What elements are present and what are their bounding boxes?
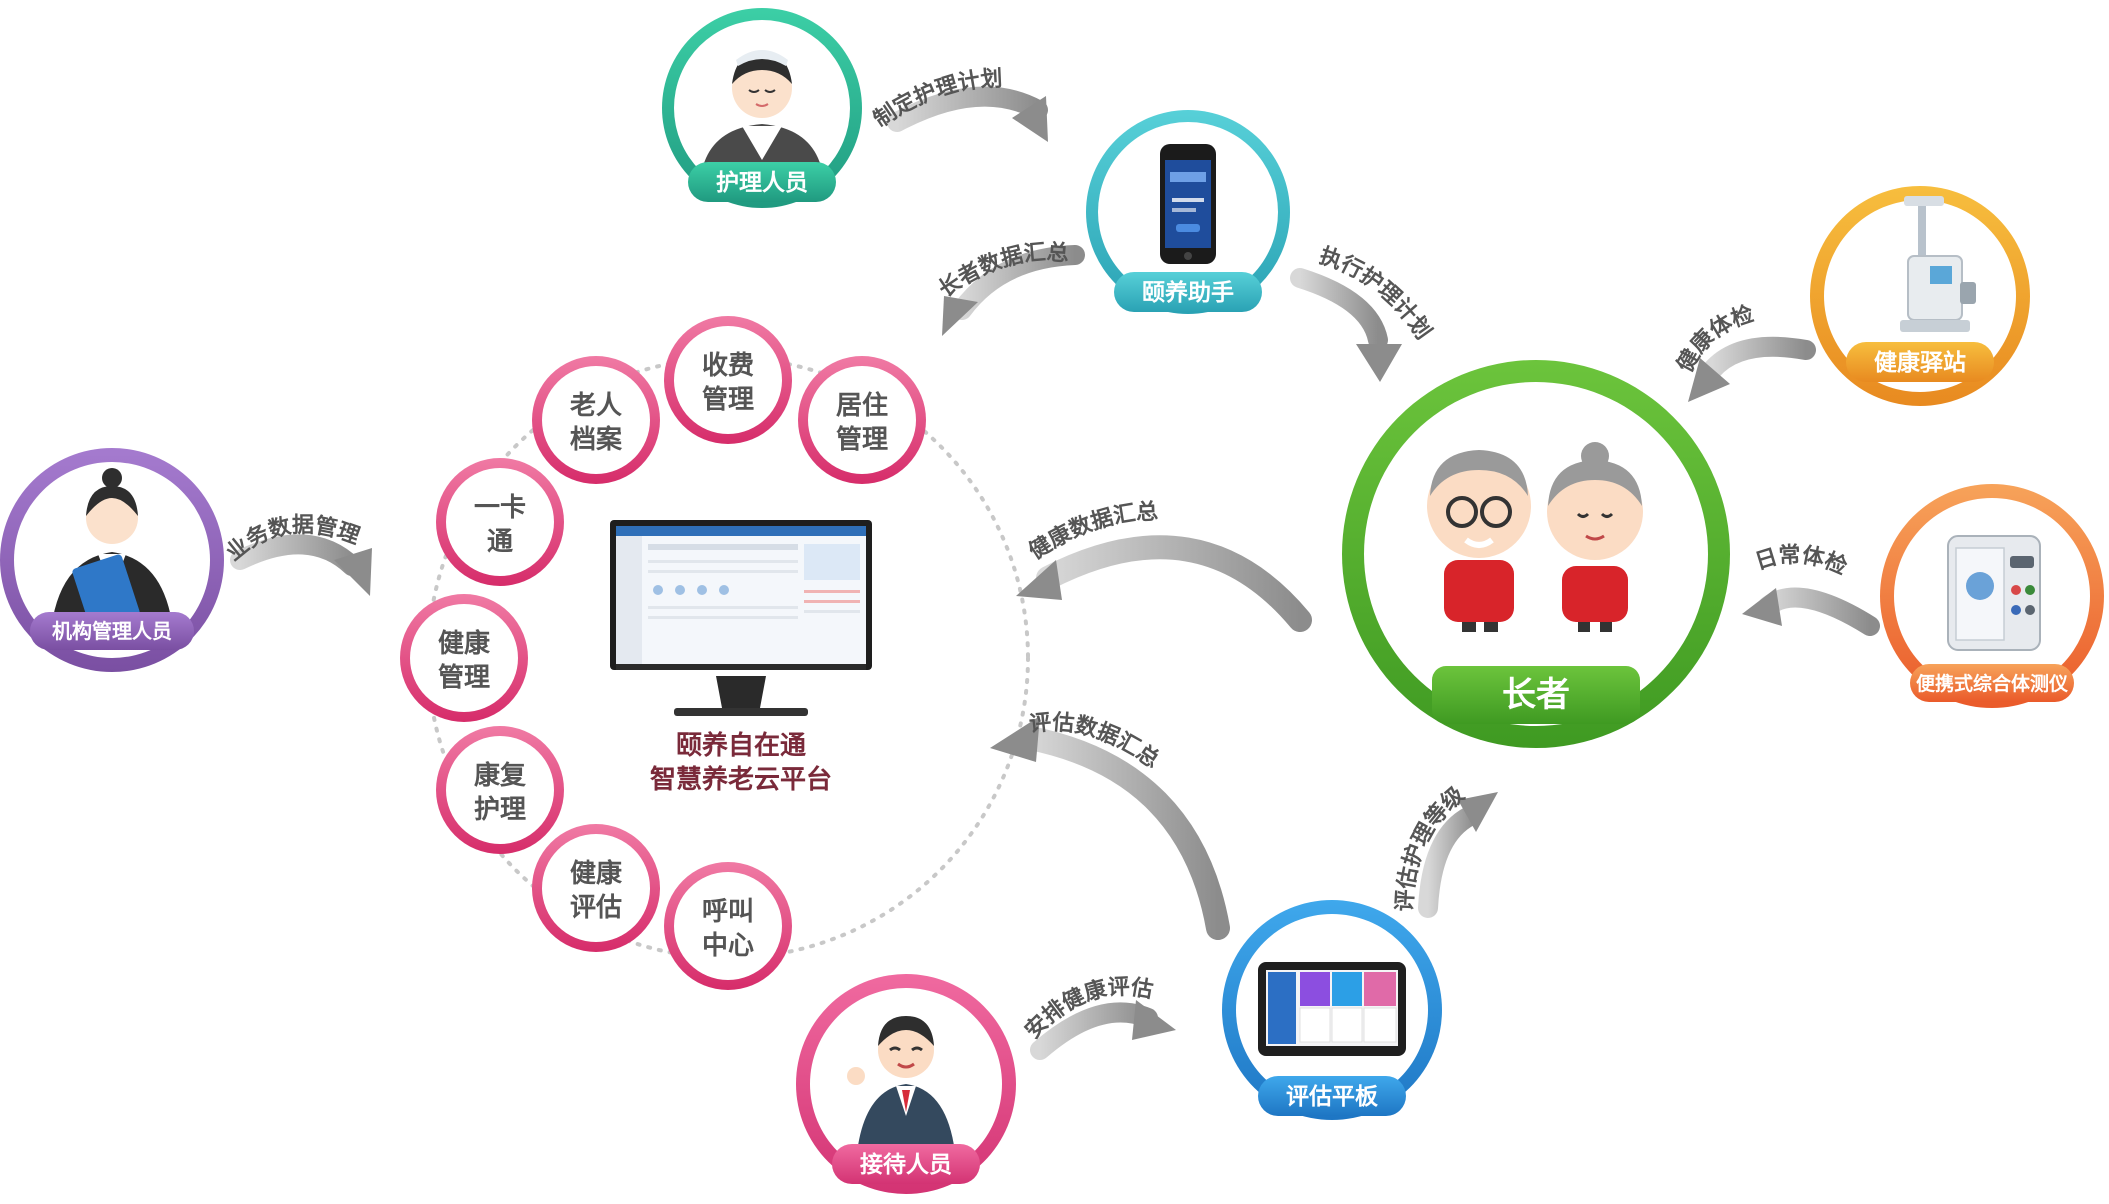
module-ring-fill xyxy=(542,834,650,942)
module-label-line2: 通 xyxy=(487,527,513,557)
module-label-line2: 管理 xyxy=(702,385,754,415)
flow-arrow-elder-data xyxy=(942,245,1085,336)
actor-reception[interactable]: 接待人员 xyxy=(796,974,1016,1194)
module-label-line2: 档案 xyxy=(570,424,623,455)
actor-station[interactable]: 健康驿站 xyxy=(1810,186,2030,406)
flow-arrow-daily-check xyxy=(1742,587,1880,636)
actor-elder[interactable]: 长者 xyxy=(1342,360,1730,748)
monitor-device-icon xyxy=(1947,535,2041,651)
phone-icon xyxy=(1160,144,1216,264)
tablet-icon xyxy=(1258,962,1406,1056)
flow-arrow-assess-summary xyxy=(990,716,1230,940)
flow-label-daily-check: 日常体检 xyxy=(1752,542,1851,581)
module-bubble[interactable]: 健康评估 xyxy=(532,824,660,952)
module-label-line1: 收费 xyxy=(702,351,754,381)
grandma-icon xyxy=(1547,442,1643,632)
flow-arrow-assess-grade xyxy=(1418,792,1498,918)
actor-nurse-label: 护理人员 xyxy=(716,169,808,196)
module-label-line2: 中心 xyxy=(702,931,754,961)
module-ring-fill xyxy=(808,366,916,474)
module-label-line2: 管理 xyxy=(438,663,490,693)
module-label-line1: 呼叫 xyxy=(702,897,754,927)
actor-elder-label: 长者 xyxy=(1502,675,1570,715)
module-label-line2: 评估 xyxy=(570,893,622,923)
actor-app-label: 颐养助手 xyxy=(1142,279,1234,306)
actor-reception-label: 接待人员 xyxy=(860,1151,952,1178)
platform-title-line1: 颐养自在通 xyxy=(676,730,806,761)
flow-arrow-make-plan xyxy=(887,86,1048,142)
health-station-icon xyxy=(1900,196,1976,332)
module-label-line1: 康复 xyxy=(474,760,527,791)
actor-station-label: 健康驿站 xyxy=(1874,349,1966,376)
platform-monitor-icon xyxy=(610,520,872,716)
module-ring-fill xyxy=(446,736,554,844)
actor-app[interactable]: 颐养助手 xyxy=(1086,110,1290,314)
actor-device-label: 便携式综合体测仪 xyxy=(1916,672,2069,695)
actor-tablet[interactable]: 评估平板 xyxy=(1222,900,1442,1120)
actor-device[interactable]: 便携式综合体测仪 xyxy=(1880,484,2104,708)
actor-admin[interactable]: 机构管理人员 xyxy=(0,448,224,672)
module-ring-fill xyxy=(410,604,518,712)
grandpa-icon xyxy=(1427,450,1531,632)
flow-arrow-health-summary xyxy=(1016,535,1312,632)
module-bubble[interactable]: 一卡通 xyxy=(436,458,564,586)
flow-arrow-exec-plan xyxy=(1290,268,1402,382)
module-label-line2: 护理 xyxy=(474,795,526,825)
module-label-line1: 一卡 xyxy=(474,493,526,523)
flow-label-elder-data: 长者数据汇总 xyxy=(934,239,1069,302)
module-label-line1: 健康 xyxy=(570,858,623,889)
module-label-line2: 管理 xyxy=(836,425,888,455)
actor-admin-label: 机构管理人员 xyxy=(52,619,172,643)
module-ring: 收费管理居住管理老人档案一卡通健康管理康复护理健康评估呼叫中心 xyxy=(400,316,926,990)
actor-nurse[interactable]: 护理人员 xyxy=(662,8,862,208)
flow-arrow-health-check xyxy=(1688,336,1816,402)
actor-tablet-label: 评估平板 xyxy=(1286,1084,1379,1110)
flow-arrow-business xyxy=(230,534,372,596)
module-ring-fill xyxy=(446,468,554,576)
module-label-line1: 居住 xyxy=(836,390,888,421)
module-label-line1: 老人 xyxy=(570,391,622,421)
flow-arrow-arrange xyxy=(1030,1000,1176,1060)
module-ring-fill xyxy=(542,366,650,474)
module-ring-fill xyxy=(674,326,782,434)
module-ring-fill xyxy=(674,872,782,980)
platform-title-line2: 智慧养老云平台 xyxy=(650,764,832,795)
module-label-line1: 健康 xyxy=(438,628,491,659)
